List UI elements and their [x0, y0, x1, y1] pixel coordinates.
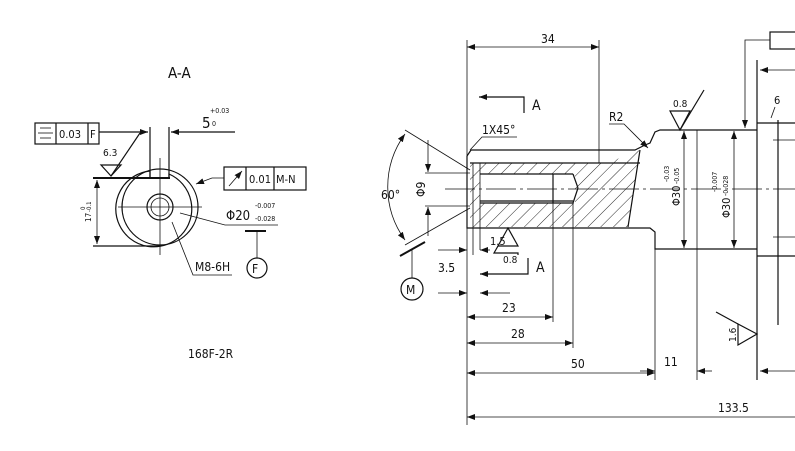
keyway-width-dimension: 5 +0.03 0: [202, 107, 229, 132]
svg-text:-0.028: -0.028: [255, 215, 275, 223]
svg-text:M-N: M-N: [276, 173, 296, 186]
section-mark-bottom: A: [480, 258, 545, 277]
shaft-cross-section: [93, 127, 202, 255]
svg-text:11: 11: [664, 355, 678, 369]
symmetry-icon: [38, 127, 53, 139]
svg-text:-0.03: -0.03: [663, 166, 671, 182]
dim-angle-60: 60°: [381, 129, 471, 246]
svg-text:A: A: [532, 98, 541, 114]
svg-text:M: M: [406, 283, 415, 297]
thread-callout: M8-6H: [171, 221, 232, 276]
svg-text:-0.05: -0.05: [673, 168, 681, 184]
svg-text:0.03: 0.03: [59, 128, 81, 141]
svg-text:M8-6H: M8-6H: [195, 260, 230, 274]
svg-text:0: 0: [80, 206, 87, 210]
dim-50: 50: [467, 357, 655, 376]
svg-text:3.5: 3.5: [438, 261, 455, 275]
svg-text:-0.028: -0.028: [722, 176, 730, 196]
part-number: 168F-2R: [188, 347, 234, 361]
svg-text:23: 23: [502, 301, 516, 315]
svg-text:0.01: 0.01: [249, 173, 271, 186]
svg-text:50: 50: [571, 357, 585, 371]
svg-text:1.6: 1.6: [728, 327, 739, 342]
section-mark-top: A: [479, 94, 541, 114]
svg-text:Φ9: Φ9: [414, 182, 428, 197]
svg-text:-0.1: -0.1: [86, 201, 93, 212]
dim-3-5: 3.5: [438, 261, 510, 296]
dim-dia-30-shoulder: Φ30 -0.03 -0.05: [663, 131, 687, 248]
svg-text:A: A: [536, 260, 545, 276]
roughness-symbol-bore: 0.8: [492, 226, 520, 266]
svg-text:5: 5: [202, 114, 211, 132]
section-view: A-A 17 0 -0.1: [34, 64, 307, 361]
symmetry-tolerance-frame: 0.03 F: [34, 122, 235, 145]
dim-28: 28: [467, 327, 573, 346]
main-view: 34 23 28 50 11 133.5 3.5: [381, 31, 795, 425]
depth-dimension: 17 0 -0.1: [80, 201, 93, 222]
dim-dia-30-bearing: Φ30 -0.007 -0.028: [711, 131, 737, 248]
runout-arrow-icon: [228, 170, 243, 187]
shaft-outline: [445, 60, 795, 380]
svg-text:R2: R2: [609, 110, 623, 124]
svg-text:1X45°: 1X45°: [482, 123, 515, 137]
svg-text:Φ30: Φ30: [670, 186, 683, 206]
svg-text:0.8: 0.8: [503, 255, 518, 266]
svg-text:+0.03: +0.03: [210, 107, 229, 115]
svg-text:6: 6: [774, 94, 780, 107]
dim-11: 11: [640, 355, 712, 374]
svg-text:17: 17: [84, 213, 93, 222]
dim-23: 23: [467, 301, 553, 320]
diameter-dimension: Φ20 -0.007 -0.028: [179, 202, 278, 226]
svg-text:-0.007: -0.007: [255, 202, 275, 210]
svg-text:6.3: 6.3: [103, 148, 117, 159]
chamfer-callout: 1X45°: [469, 123, 517, 151]
dim-1-5: 1.5: [438, 235, 506, 253]
svg-text:Φ20: Φ20: [226, 209, 250, 224]
dim-133-5: 133.5: [467, 401, 795, 420]
roughness-symbol-face: 1.6: [715, 311, 759, 347]
svg-text:Φ30: Φ30: [720, 198, 733, 218]
dim-hole-9: Φ9: [414, 140, 470, 236]
svg-text:60°: 60°: [381, 188, 400, 202]
datum-m: M: [399, 241, 426, 301]
svg-text:F: F: [90, 128, 96, 141]
svg-text:133.5: 133.5: [718, 401, 749, 415]
svg-text:0.8: 0.8: [673, 99, 688, 110]
roughness-symbol-top: 0.8: [669, 89, 705, 132]
radius-callout: R2: [609, 110, 649, 149]
svg-text:0: 0: [212, 120, 216, 128]
datum-f: F: [245, 230, 268, 279]
roughness-symbol: 6.3: [99, 132, 141, 177]
dim-34: 34: [467, 32, 599, 50]
svg-text:F: F: [252, 262, 258, 276]
svg-text:28: 28: [511, 327, 525, 341]
svg-text:34: 34: [541, 32, 555, 46]
runout-tolerance-frame: 0.01 M-N: [195, 166, 307, 191]
partial-tolerance-frame: 6: [742, 31, 795, 128]
section-title: A-A: [168, 64, 191, 82]
svg-text:-0.007: -0.007: [711, 172, 719, 192]
